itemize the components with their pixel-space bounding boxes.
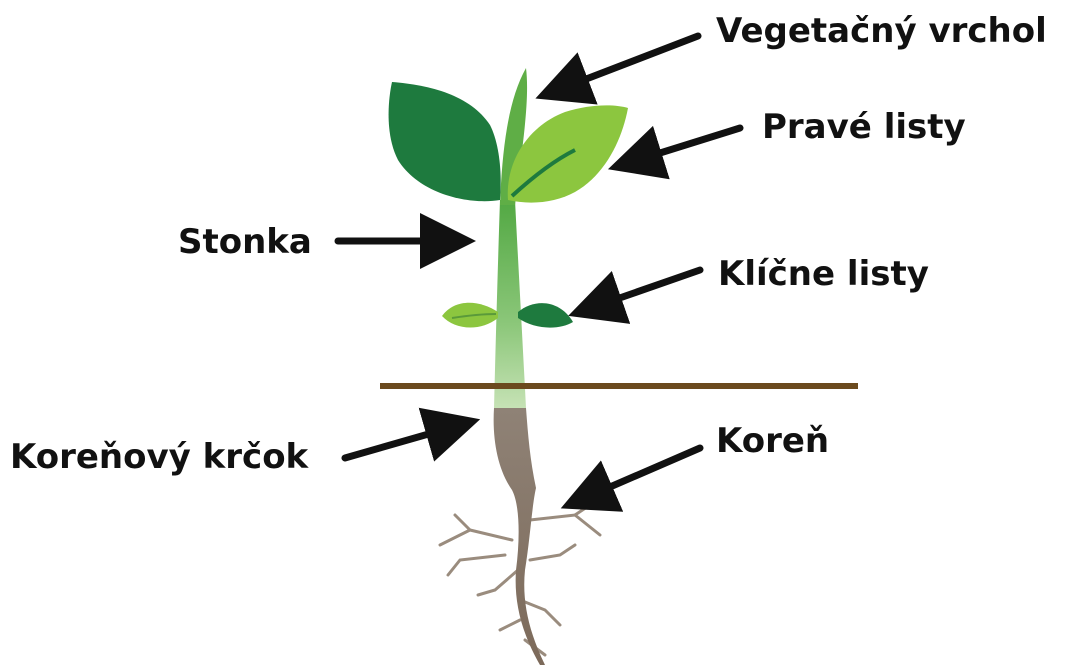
arrow-hypocotyl bbox=[345, 425, 460, 458]
label-stem: Stonka bbox=[178, 222, 312, 262]
label-cotyledons: Klíčne listy bbox=[718, 254, 929, 294]
true-leaf-left bbox=[389, 82, 501, 201]
cotyledon-right bbox=[518, 303, 573, 327]
stem bbox=[494, 200, 526, 408]
arrow-root bbox=[580, 448, 700, 500]
arrow-true-leaves bbox=[628, 128, 740, 163]
label-true-leaves: Pravé listy bbox=[762, 107, 966, 147]
arrow-apex bbox=[555, 36, 698, 91]
arrow-cotyledons bbox=[588, 270, 700, 309]
label-hypocotyl: Koreňový krčok bbox=[10, 437, 310, 477]
label-apex: Vegetačný vrchol bbox=[716, 11, 1047, 51]
root-system bbox=[440, 408, 600, 665]
label-root: Koreň bbox=[716, 421, 829, 461]
